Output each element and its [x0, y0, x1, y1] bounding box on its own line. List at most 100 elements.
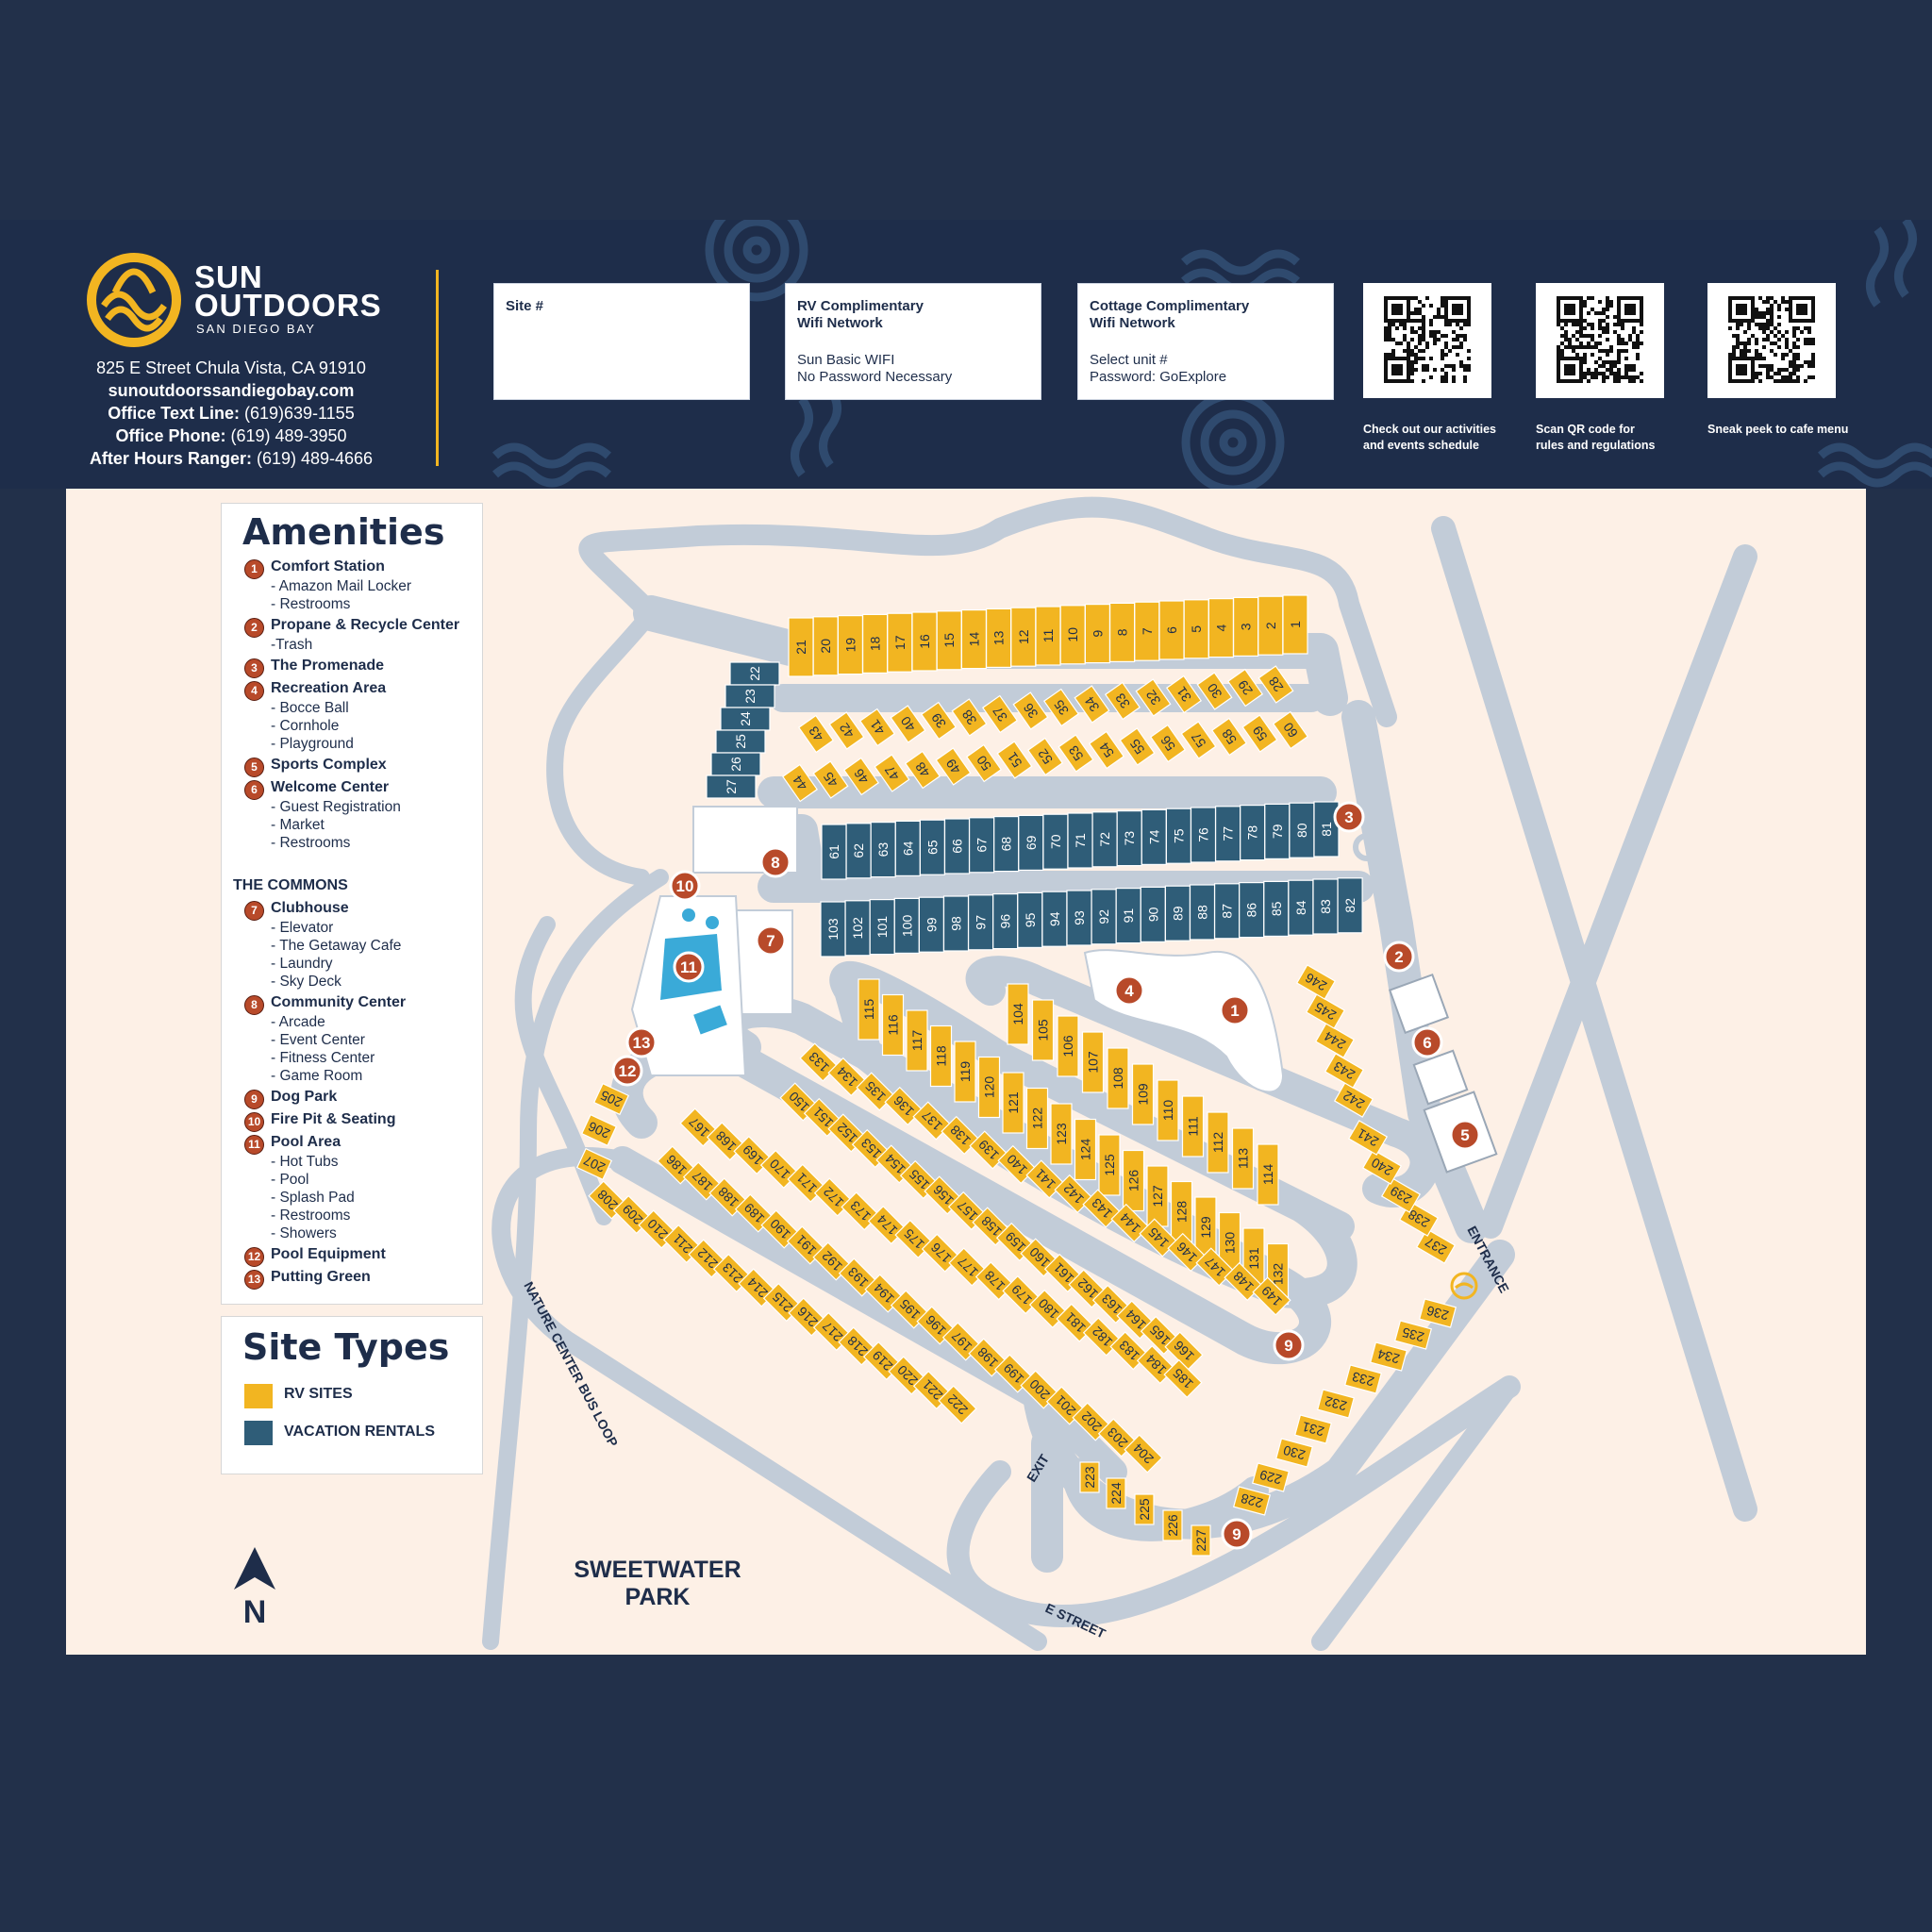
site-43[interactable]: 43	[797, 714, 835, 754]
site-246[interactable]: 246	[1295, 964, 1337, 1000]
site-109[interactable]: 109	[1131, 1063, 1155, 1125]
site-107[interactable]: 107	[1081, 1031, 1105, 1093]
site-83[interactable]: 83	[1312, 878, 1339, 935]
site-41[interactable]: 41	[858, 708, 896, 747]
site-108[interactable]: 108	[1107, 1047, 1129, 1109]
site-68[interactable]: 68	[993, 815, 1020, 873]
site-36[interactable]: 36	[1012, 691, 1049, 730]
site-233[interactable]: 233	[1343, 1364, 1383, 1394]
site-237[interactable]: 237	[1415, 1228, 1457, 1264]
site-12[interactable]: 12	[1010, 607, 1037, 667]
site-86[interactable]: 86	[1239, 881, 1265, 939]
site-30[interactable]: 30	[1196, 672, 1233, 710]
site-124[interactable]: 124	[1074, 1118, 1097, 1181]
amenity-marker-12[interactable]: 12	[611, 1055, 643, 1087]
site-29[interactable]: 29	[1226, 668, 1264, 708]
site-119[interactable]: 119	[954, 1041, 976, 1103]
site-236[interactable]: 236	[1418, 1298, 1457, 1328]
site-40[interactable]: 40	[890, 705, 926, 743]
site-17[interactable]: 17	[887, 612, 913, 673]
site-37[interactable]: 37	[981, 694, 1019, 734]
site-245[interactable]: 245	[1305, 993, 1346, 1029]
amenity-marker-9[interactable]: 9	[1273, 1329, 1305, 1361]
site-101[interactable]: 101	[869, 898, 895, 956]
site-123[interactable]: 123	[1050, 1103, 1073, 1165]
site-51[interactable]: 51	[996, 741, 1033, 779]
site-75[interactable]: 75	[1165, 808, 1192, 864]
site-39[interactable]: 39	[920, 701, 958, 741]
amenity-marker-5[interactable]: 5	[1449, 1119, 1481, 1151]
site-49[interactable]: 49	[935, 747, 972, 786]
site-57[interactable]: 57	[1180, 721, 1217, 759]
site-80[interactable]: 80	[1289, 802, 1315, 858]
site-64[interactable]: 64	[894, 820, 921, 877]
qr-rules[interactable]	[1536, 283, 1664, 398]
amenity-marker-10[interactable]: 10	[669, 870, 701, 902]
amenity-marker-4[interactable]: 4	[1113, 974, 1145, 1007]
site-21[interactable]: 21	[788, 617, 814, 677]
site-118[interactable]: 118	[929, 1024, 953, 1088]
site-114[interactable]: 114	[1257, 1143, 1279, 1206]
amenity-marker-9[interactable]: 9	[1221, 1518, 1253, 1550]
site-96[interactable]: 96	[992, 892, 1019, 950]
site-24[interactable]: 24	[720, 707, 771, 731]
site-58[interactable]: 58	[1210, 717, 1248, 757]
site-2[interactable]: 2	[1257, 595, 1284, 656]
site-115[interactable]: 115	[858, 978, 880, 1041]
site-47[interactable]: 47	[874, 754, 910, 792]
site-130[interactable]: 130	[1218, 1211, 1241, 1274]
site-52[interactable]: 52	[1026, 737, 1064, 776]
site-127[interactable]: 127	[1146, 1165, 1169, 1227]
site-67[interactable]: 67	[968, 817, 995, 874]
site-206[interactable]: 206	[580, 1113, 618, 1147]
site-65[interactable]: 65	[919, 819, 946, 875]
site-225[interactable]: 225	[1134, 1493, 1155, 1525]
site-1[interactable]: 1	[1282, 594, 1308, 655]
site-106[interactable]: 106	[1057, 1015, 1079, 1077]
qr-activities[interactable]	[1363, 283, 1491, 398]
site-244[interactable]: 244	[1314, 1023, 1356, 1058]
site-33[interactable]: 33	[1104, 681, 1141, 721]
site-59[interactable]: 59	[1241, 714, 1278, 753]
site-22[interactable]: 22	[729, 661, 780, 686]
site-102[interactable]: 102	[844, 900, 871, 957]
site-205[interactable]: 205	[592, 1082, 630, 1116]
site-105[interactable]: 105	[1031, 999, 1055, 1061]
site-5[interactable]: 5	[1183, 599, 1209, 659]
site-82[interactable]: 82	[1337, 877, 1363, 934]
site-84[interactable]: 84	[1288, 879, 1314, 936]
amenity-marker-1[interactable]: 1	[1219, 994, 1251, 1026]
site-46[interactable]: 46	[842, 757, 880, 796]
site-116[interactable]: 116	[881, 993, 905, 1057]
site-16[interactable]: 16	[911, 611, 938, 672]
site-8[interactable]: 8	[1108, 602, 1136, 663]
site-128[interactable]: 128	[1170, 1180, 1193, 1243]
site-45[interactable]: 45	[812, 760, 849, 799]
site-20[interactable]: 20	[812, 616, 839, 676]
site-227[interactable]: 227	[1191, 1524, 1211, 1557]
site-112[interactable]: 112	[1207, 1111, 1229, 1174]
site-66[interactable]: 66	[943, 818, 971, 874]
site-54[interactable]: 54	[1088, 730, 1125, 770]
site-99[interactable]: 99	[918, 896, 945, 953]
site-87[interactable]: 87	[1213, 883, 1241, 940]
site-35[interactable]: 35	[1042, 688, 1080, 727]
site-88[interactable]: 88	[1189, 884, 1216, 941]
site-104[interactable]: 104	[1007, 983, 1029, 1045]
site-62[interactable]: 62	[845, 823, 872, 879]
site-63[interactable]: 63	[870, 821, 896, 878]
site-90[interactable]: 90	[1140, 886, 1166, 943]
site-73[interactable]: 73	[1116, 809, 1142, 867]
site-126[interactable]: 126	[1122, 1149, 1145, 1212]
site-26[interactable]: 26	[710, 752, 761, 776]
site-231[interactable]: 231	[1293, 1414, 1333, 1444]
site-111[interactable]: 111	[1181, 1095, 1205, 1158]
site-14[interactable]: 14	[960, 608, 988, 670]
site-230[interactable]: 230	[1274, 1438, 1314, 1468]
amenity-marker-7[interactable]: 7	[755, 924, 787, 957]
site-42[interactable]: 42	[828, 711, 865, 750]
site-34[interactable]: 34	[1074, 685, 1110, 724]
site-77[interactable]: 77	[1214, 806, 1241, 862]
site-9[interactable]: 9	[1084, 603, 1111, 664]
site-121[interactable]: 121	[1002, 1072, 1024, 1134]
